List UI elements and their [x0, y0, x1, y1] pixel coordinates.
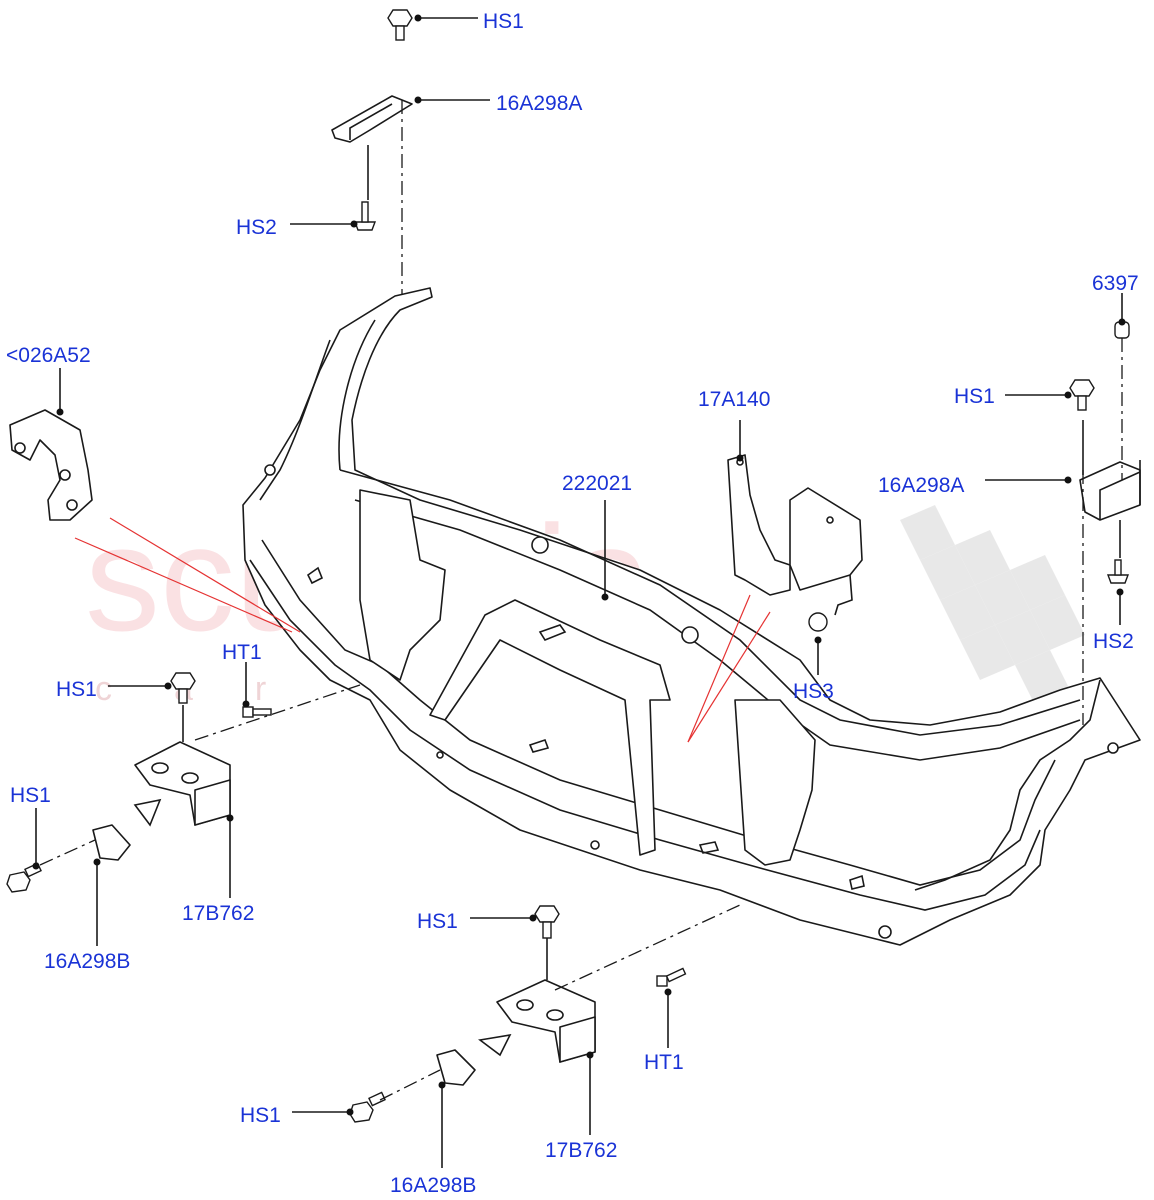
- carrier-lower-rail: [261, 539, 1056, 886]
- carrier-lower-rail-edge: [249, 559, 1041, 911]
- label-hs1-left-lower: HS1: [10, 784, 51, 807]
- carrier-hole: [531, 536, 549, 554]
- carrier-left-bracket: [359, 489, 446, 681]
- label-hs1-right: HS1: [954, 385, 995, 408]
- carrier-hole: [878, 925, 892, 939]
- carrier-left-arm: [259, 339, 331, 501]
- label-026a52: <026A52: [6, 344, 91, 367]
- bracket-16a298a-top: [331, 95, 413, 143]
- label-16a298b-bottom: 16A298B: [390, 1174, 476, 1197]
- carrier-center-strut: [429, 599, 671, 856]
- bracket-16a298b-bottom: [436, 1049, 476, 1086]
- label-16a298a-top: 16A298A: [496, 92, 582, 115]
- front-end-carrier: [242, 287, 1141, 946]
- label-hs2-right: HS2: [1093, 630, 1134, 653]
- carrier-clip: [528, 738, 550, 753]
- carrier-left-arm-inner: [338, 319, 376, 471]
- watermark-checker: [900, 505, 1085, 705]
- label-16a298a-right: 16A298A: [878, 474, 964, 497]
- label-hs1-bottom-upper: HS1: [417, 910, 458, 933]
- label-hs2-top: HS2: [236, 216, 277, 239]
- bracket-026a52: [9, 409, 93, 521]
- carrier-clip: [849, 874, 865, 890]
- carrier-slot: [538, 624, 567, 641]
- carrier-hole: [1107, 742, 1119, 754]
- label-hs1-bottom-lower: HS1: [240, 1104, 281, 1127]
- carrier-clip: [306, 566, 324, 585]
- carrier-hole: [681, 626, 699, 644]
- carrier-hole: [590, 840, 600, 850]
- bracket-16a298b-left: [92, 824, 131, 861]
- carrier-right-bracket: [734, 699, 816, 866]
- label-hs1-left-upper: HS1: [56, 678, 97, 701]
- fasteners: [6, 9, 1130, 1123]
- mount-17b762-left: [133, 741, 231, 827]
- carrier-hole: [436, 751, 444, 759]
- alignment-lines: [39, 100, 1141, 1101]
- label-16a298b-left: 16A298B: [44, 950, 130, 973]
- carrier-upper-beam: [339, 469, 1081, 736]
- callout-labels: HS1 16A298A HS2 <026A52 222021 17A140 63…: [6, 10, 1139, 1197]
- mount-17b762-bottom: [478, 979, 596, 1063]
- label-hs1-top: HS1: [483, 10, 524, 33]
- carrier-upper-beam-edge: [354, 499, 1081, 761]
- label-17b762-left: 17B762: [182, 902, 254, 925]
- label-hs3: HS3: [793, 680, 834, 703]
- carrier-right-end: [914, 679, 1101, 891]
- carrier-clip: [698, 841, 720, 854]
- label-222021: 222021: [562, 472, 632, 495]
- label-17b762-bottom: 17B762: [545, 1139, 617, 1162]
- carrier-hole: [264, 464, 276, 476]
- bracket-16a298a-right: [1079, 461, 1141, 521]
- label-17a140: 17A140: [698, 388, 770, 411]
- label-ht1-left: HT1: [222, 641, 262, 664]
- bracket-17a140: [727, 454, 863, 616]
- label-ht1-bottom: HT1: [644, 1051, 684, 1074]
- carrier-outline: [242, 287, 1141, 946]
- leader-lines: [32, 14, 1126, 1168]
- label-6397: 6397: [1092, 272, 1139, 295]
- red-pointer-lines: [74, 517, 771, 743]
